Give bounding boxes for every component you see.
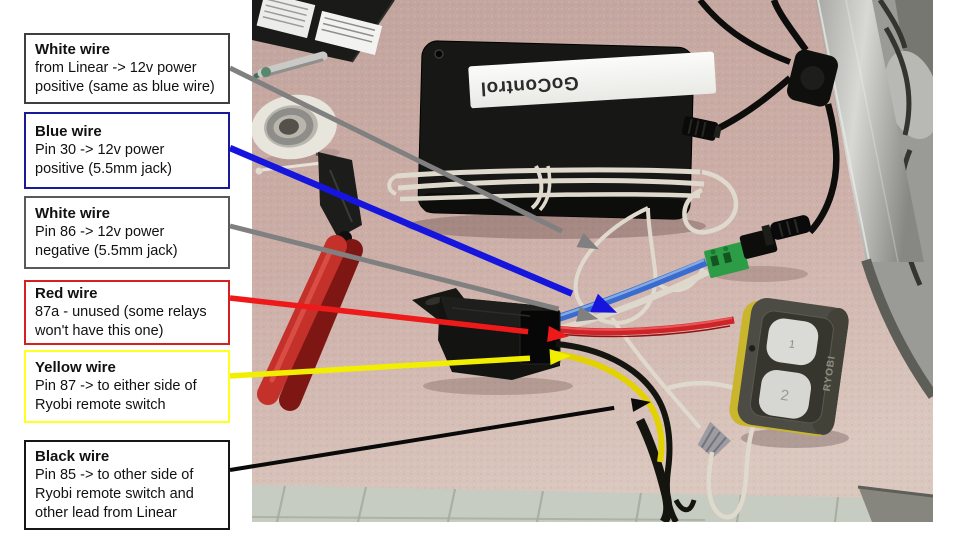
callout-title: Red wire (35, 285, 98, 302)
gocontrol-label: GoControl (468, 51, 717, 109)
arrow-yellow-wire (229, 349, 571, 379)
callout-title: Yellow wire (35, 359, 116, 376)
arrow-white-wire-pin86 (229, 223, 599, 322)
callout-white-wire-linear: White wire from Linear -> 12v power posi… (24, 33, 230, 104)
callout-title: Black wire (35, 448, 110, 465)
relay-shadow (423, 377, 573, 395)
remote-hole (748, 345, 756, 352)
ryobi-brand-text: RYOBI (822, 355, 838, 392)
ryobi-remote: 1 2 RYOBI (729, 298, 849, 436)
arrow-white-wire-linear (228, 65, 599, 250)
callout-body: from Linear -> 12v power positive (same … (35, 60, 215, 95)
callout-title: Blue wire (35, 123, 102, 140)
charger-box (252, 0, 395, 63)
black-wire (555, 341, 697, 522)
callout-black-wire: Black wire Pin 85 -> to other side of Ry… (24, 440, 230, 530)
wire-stripper (257, 152, 363, 411)
ferrite-block (786, 49, 838, 107)
callout-body: 87a - unused (some relays won't have thi… (35, 304, 207, 339)
arrow-red-wire (229, 295, 569, 342)
red-wire (545, 316, 735, 338)
blue-wire (550, 258, 710, 334)
callout-white-wire-pin86: White wire Pin 86 -> 12v power negative … (24, 196, 230, 269)
callout-title: White wire (35, 205, 111, 222)
callout-red-wire: Red wire 87a - unused (some relays won't… (24, 280, 230, 345)
device-dc-plug (681, 116, 722, 141)
photo: GoControl (252, 0, 933, 522)
sink-steel-edge (816, 0, 924, 262)
driver-bit-tool (253, 51, 328, 79)
annotation-arrows (228, 65, 651, 472)
arrow-blue-wire (228, 145, 617, 313)
green-terminal-block (704, 215, 811, 278)
callout-body: Pin 86 -> 12v power negative (5.5mm jack… (35, 224, 178, 259)
callout-title: White wire (35, 41, 111, 58)
callout-body: Pin 85 -> to other side of Ryobi remote … (35, 467, 194, 521)
remote-button-1: 1 (766, 318, 819, 366)
power-cables (681, 0, 840, 235)
callout-yellow-wire: Yellow wire Pin 87 -> to either side of … (24, 350, 230, 423)
sink (816, 0, 933, 399)
remote-button-1-label: 1 (788, 338, 796, 351)
callout-blue-wire: Blue wire Pin 30 -> 12v power positive (… (24, 112, 230, 189)
callout-body: Pin 87 -> to either side of Ryobi remote… (35, 378, 197, 413)
callout-body: Pin 30 -> 12v power positive (5.5mm jack… (35, 142, 172, 177)
arrow-black-wire (229, 398, 651, 472)
gocontrol-device: GoControl (417, 40, 717, 220)
remote-button-2-label: 2 (779, 387, 790, 405)
remote-button-2: 2 (758, 369, 812, 419)
